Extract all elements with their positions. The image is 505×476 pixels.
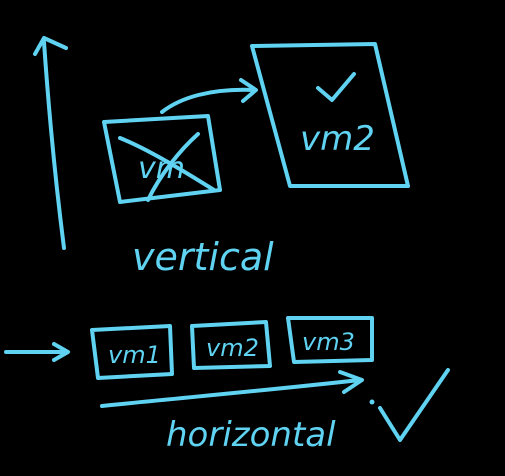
vm-box-2-label: vm2 — [206, 334, 259, 362]
new-vm-label: vm2 — [300, 119, 375, 159]
horizontal-incoming-arrow — [4, 342, 70, 362]
vertical-up-arrow — [33, 36, 68, 250]
dot-mark — [369, 399, 375, 405]
vertical-scaling-section: vm vm2 vertical — [33, 36, 410, 279]
scale-up-arrow — [160, 78, 258, 114]
vm-box-3: vm3 — [286, 316, 374, 364]
horizontal-scale-arrow — [100, 370, 364, 408]
vertical-label: vertical — [132, 235, 274, 279]
check-icon — [378, 368, 450, 442]
cross-out-mark — [118, 132, 216, 202]
new-vm-box: vm2 — [250, 42, 410, 188]
vm-box-2: vm2 — [190, 320, 272, 370]
horizontal-scaling-section: vm1 vm2 vm3 horizontal — [4, 316, 450, 455]
vm-box-3-label: vm3 — [302, 328, 355, 356]
vm-box-1-label: vm1 — [108, 341, 161, 369]
check-icon — [316, 72, 356, 102]
vm-box-1: vm1 — [90, 324, 174, 380]
horizontal-label: horizontal — [166, 415, 336, 455]
old-vm-box: vm — [102, 114, 222, 204]
